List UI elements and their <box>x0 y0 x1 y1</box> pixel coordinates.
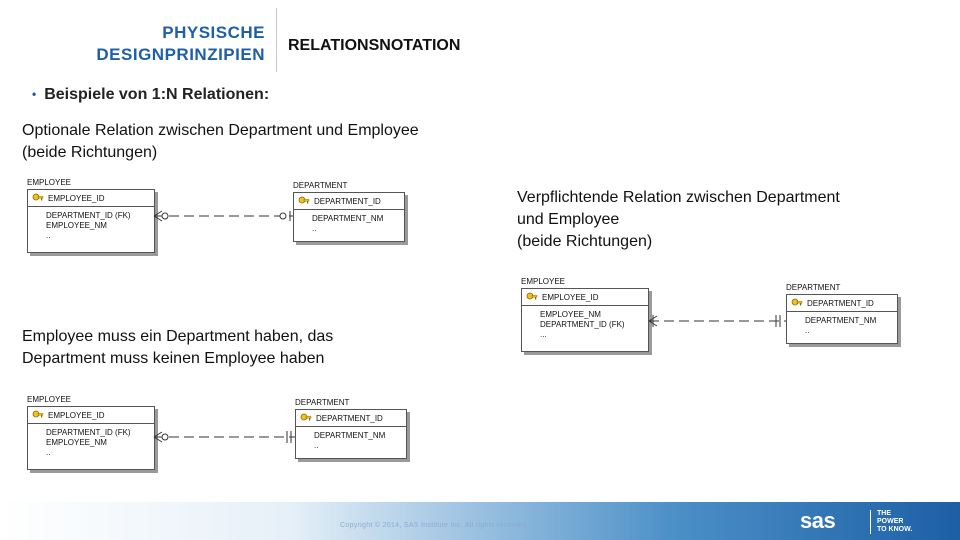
key-icon <box>526 292 538 300</box>
caption-mandatory-both-line1: Verpflichtende Relation zwischen Departm… <box>517 189 840 206</box>
bullet-dot-icon: • <box>32 87 37 101</box>
primary-key-label: EMPLOYEE_ID <box>48 410 105 420</box>
primary-key-label: EMPLOYEE_ID <box>542 292 599 302</box>
primary-key-row: EMPLOYEE_ID <box>28 407 154 424</box>
tagline-line3: TO KNOW. <box>877 526 913 533</box>
employee-label: EMPLOYEE <box>27 395 72 404</box>
key-icon <box>32 193 44 201</box>
employee-label: EMPLOYEE <box>27 178 72 187</box>
attribute-item: .. <box>46 231 51 240</box>
caption-mandatory-both-line2: und Employee <box>517 211 620 228</box>
employee-entity: EMPLOYEE_ID DEPARTMENT_ID (FK) EMPLOYEE_… <box>27 189 155 253</box>
department-entity: DEPARTMENT_ID DEPARTMENT_NM .. <box>786 294 898 344</box>
copyright-text: Copyright © 2014, SAS Institute Inc. All… <box>340 522 529 529</box>
caption-mandatory-one-line1: Employee muss ein Department haben, das <box>22 328 334 345</box>
department-label: DEPARTMENT <box>786 283 841 292</box>
key-icon <box>32 410 44 418</box>
attribute-list: DEPARTMENT_NM .. <box>787 312 897 336</box>
title-divider <box>276 8 277 72</box>
attribute-item: .. <box>314 441 319 450</box>
primary-key-label: DEPARTMENT_ID <box>316 413 383 423</box>
attribute-list: DEPARTMENT_ID (FK) EMPLOYEE_NM .. <box>28 424 154 458</box>
attribute-item: EMPLOYEE_NM <box>46 221 107 230</box>
employee-entity: EMPLOYEE_ID DEPARTMENT_ID (FK) EMPLOYEE_… <box>27 406 155 470</box>
attribute-list: EMPLOYEE_NM DEPARTMENT_ID (FK) ... <box>522 306 648 340</box>
key-icon <box>791 298 803 306</box>
attribute-item: DEPARTMENT_ID (FK) <box>46 211 131 220</box>
attribute-item: EMPLOYEE_NM <box>46 438 107 447</box>
attribute-item: DEPARTMENT_NM <box>314 431 386 440</box>
caption-optional: Optionale Relation zwischen Department u… <box>22 120 419 164</box>
tagline-line1: THE <box>877 510 891 517</box>
primary-key-row: EMPLOYEE_ID <box>522 289 648 306</box>
primary-key-label: DEPARTMENT_ID <box>807 298 874 308</box>
slide-title-line1: PHYSISCHE <box>162 23 265 42</box>
relationship-line <box>153 431 295 443</box>
slide-title: PHYSISCHE DESIGNPRINZIPIEN <box>0 22 265 66</box>
attribute-item: .. <box>805 326 810 335</box>
attribute-item: DEPARTMENT_NM <box>312 214 384 223</box>
slide-title-line2: DESIGNPRINZIPIEN <box>96 45 265 64</box>
caption-optional-line1: Optionale Relation zwischen Department u… <box>22 122 419 139</box>
caption-mandatory-both-line3: (beide Richtungen) <box>517 233 653 250</box>
department-label: DEPARTMENT <box>295 398 350 407</box>
attribute-item: DEPARTMENT_ID (FK) <box>46 428 131 437</box>
attribute-item: DEPARTMENT_ID (FK) <box>540 320 625 329</box>
footer-band <box>0 502 960 540</box>
caption-mandatory-one: Employee muss ein Department haben, das … <box>22 326 333 370</box>
department-label: DEPARTMENT <box>293 181 348 190</box>
primary-key-label: EMPLOYEE_ID <box>48 193 105 203</box>
attribute-list: DEPARTMENT_ID (FK) EMPLOYEE_NM .. <box>28 207 154 241</box>
department-entity: DEPARTMENT_ID DEPARTMENT_NM .. <box>293 192 405 242</box>
bullet-text: Beispiele von 1:N Relationen: <box>44 86 270 103</box>
attribute-item: .. <box>312 224 317 233</box>
attribute-item: .. <box>46 448 51 457</box>
key-icon <box>300 413 312 421</box>
relationship-line <box>648 315 786 327</box>
key-icon <box>298 196 310 204</box>
department-entity: DEPARTMENT_ID DEPARTMENT_NM .. <box>295 409 407 459</box>
employee-label: EMPLOYEE <box>521 277 566 286</box>
bullet-point: • Beispiele von 1:N Relationen: <box>32 86 269 104</box>
relationship-line <box>153 210 293 222</box>
attribute-list: DEPARTMENT_NM .. <box>294 210 404 234</box>
attribute-item: ... <box>540 330 547 339</box>
primary-key-row: DEPARTMENT_ID <box>294 193 404 210</box>
caption-mandatory-one-line2: Department muss keinen Employee haben <box>22 350 325 367</box>
employee-entity: EMPLOYEE_ID EMPLOYEE_NM DEPARTMENT_ID (F… <box>521 288 649 352</box>
sas-logo: sas <box>800 508 836 533</box>
attribute-item: EMPLOYEE_NM <box>540 310 601 319</box>
attribute-item: DEPARTMENT_NM <box>805 316 877 325</box>
primary-key-row: EMPLOYEE_ID <box>28 190 154 207</box>
logo-divider <box>870 510 871 534</box>
attribute-list: DEPARTMENT_NM .. <box>296 427 406 451</box>
primary-key-label: DEPARTMENT_ID <box>314 196 381 206</box>
tagline-line2: POWER <box>877 518 904 525</box>
slide-subtitle: RELATIONSNOTATION <box>288 37 461 54</box>
primary-key-row: DEPARTMENT_ID <box>296 410 406 427</box>
caption-mandatory-both: Verpflichtende Relation zwischen Departm… <box>517 187 840 253</box>
caption-optional-line2: (beide Richtungen) <box>22 144 158 161</box>
tagline: THE POWER TO KNOW. <box>877 510 912 534</box>
primary-key-row: DEPARTMENT_ID <box>787 295 897 312</box>
